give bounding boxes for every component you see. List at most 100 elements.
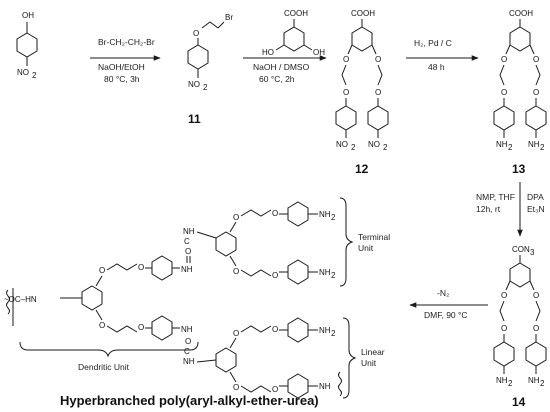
upper-urea-nh: NH — [181, 265, 193, 274]
amine-left-subscript: 2 — [508, 143, 513, 152]
core-benzene-ring — [509, 262, 531, 288]
ether-oxygen-right-2: O — [533, 88, 539, 97]
lower-urea-nh-2: NH — [183, 357, 195, 366]
benzene-ring — [16, 32, 38, 58]
chain-end-label: ~OC–HN — [4, 295, 37, 304]
ether-oxygen-right: O — [375, 55, 381, 64]
lower-urea-oxygen: O — [185, 337, 191, 346]
terminal-unit-bracket — [339, 197, 354, 287]
compound-14: CON 3 O O O O NH 2 NH 2 14 — [493, 245, 547, 409]
compound-number-14: 14 — [512, 395, 526, 409]
terminal-arm2-amine-subscript: 2 — [331, 271, 336, 280]
compound-dihydroxybenzoic-acid: COOH HO OH — [262, 9, 325, 57]
terminal-arm1-amine: NH — [319, 210, 331, 219]
aryl-ring-left — [493, 341, 515, 367]
condition-step5-solvent: DMF, 90 °C — [424, 310, 468, 320]
compound-nitrophenol: OH NO 2 — [16, 11, 38, 80]
dendritic-unit-label: Dendritic Unit — [78, 362, 130, 372]
dendritic-core-ring — [81, 285, 103, 311]
nitro-label: NO — [17, 68, 29, 77]
scheme-title: Hyperbranched poly(aryl-alkyl-ether-urea… — [60, 393, 319, 408]
amine-left-subscript: 2 — [508, 379, 513, 388]
condition-step3-reagent: H₂, Pd / C — [414, 38, 452, 48]
ether-oxygen-left-2: O — [343, 88, 349, 97]
dendritic-oxygen-top: O — [99, 266, 105, 275]
condition-step4-time: 12h, rt — [476, 204, 501, 214]
condition-step1-base: NaOH/EtOH — [98, 62, 145, 72]
compound-number-12: 12 — [355, 162, 369, 176]
nitro-left-subscript: 2 — [351, 143, 356, 152]
amine-right-label: NH — [528, 140, 540, 149]
core-benzene-ring — [351, 26, 373, 52]
bromo-label: Br — [225, 13, 233, 22]
linear-arm2-ring — [287, 373, 309, 399]
hyperbranched-polymer: ~OC–HN O O O NH O C NH O O O NH — [4, 197, 390, 399]
condition-step2-temp: 60 °C, 2h — [259, 74, 295, 84]
aryl-ring-left — [335, 105, 357, 131]
compound-number-13: 13 — [512, 162, 526, 176]
ether-oxygen: O — [193, 29, 199, 38]
condition-step3-time: 48 h — [428, 62, 445, 72]
condition-step5-loss: -N₂ — [437, 288, 449, 298]
terminal-oxygen-top: O — [233, 213, 239, 222]
linear-unit-bracket — [342, 317, 357, 399]
linear-unit-label-line2: Unit — [361, 358, 377, 368]
upper-ether-oxygen: O — [138, 263, 144, 272]
dendritic-oxygen-bottom: O — [99, 321, 105, 330]
hydroxyl-right-label: OH — [313, 48, 325, 57]
compound-11: O Br NO 2 11 — [187, 13, 233, 126]
nitro-label: NO — [188, 80, 200, 89]
condition-step2-base: NaOH / DMSO — [253, 62, 310, 72]
lower-urea-carbon: C — [184, 347, 190, 356]
linear-arm1-ring — [287, 317, 309, 343]
benzene-ring — [187, 44, 209, 70]
terminal-arm2-ring — [287, 259, 309, 285]
nitro-left-label: NO — [336, 140, 348, 149]
nitro-subscript: 2 — [32, 71, 37, 80]
linear-arm1-amine: NH — [319, 326, 331, 335]
amine-right-subscript: 2 — [540, 143, 545, 152]
lower-urea-nh: NH — [181, 325, 193, 334]
ether-oxygen-left: O — [501, 291, 507, 300]
benzene-ring — [283, 26, 305, 52]
nitro-right-label: NO — [368, 140, 380, 149]
ether-oxygen-left: O — [343, 55, 349, 64]
aryl-ring-right — [525, 341, 547, 367]
aryl-ring-right — [367, 105, 389, 131]
chain-break-left — [6, 289, 10, 315]
compound-12: COOH O O O O NO 2 NO 2 12 — [335, 9, 389, 176]
linear-arm2-nh: NH — [319, 382, 331, 391]
compound-number-11: 11 — [188, 112, 201, 126]
carboxyl-label: COOH — [284, 9, 308, 18]
linear-oxygen-top: O — [233, 329, 239, 338]
condition-step1-reagent: Br-CH₂-CH₂-Br — [98, 37, 155, 47]
terminal-arm2-amine: NH — [319, 268, 331, 277]
upper-aryl-ring — [151, 255, 173, 281]
terminal-arm2-oxygen: O — [272, 271, 278, 280]
linear-arm1-amine-subscript: 2 — [331, 329, 336, 338]
terminal-arm1-ring — [287, 201, 309, 227]
ether-oxygen-right-2: O — [533, 324, 539, 333]
carboxyl-label: COOH — [351, 9, 375, 18]
core-benzene-ring — [509, 26, 531, 52]
lower-aryl-ring — [151, 315, 173, 341]
condition-step4-base: Et₃N — [527, 204, 545, 214]
nitro-right-subscript: 2 — [383, 143, 388, 152]
ether-oxygen-right-2: O — [375, 88, 381, 97]
linear-arm2-oxygen: O — [272, 385, 278, 394]
acyl-azide-subscript: 3 — [530, 248, 535, 257]
aryl-ring-right — [525, 105, 547, 131]
terminal-oxygen-bottom: O — [233, 267, 239, 276]
condition-step4-reagent: DPA — [527, 192, 544, 202]
terminal-unit-label-line2: Unit — [358, 243, 374, 253]
chain-break-right — [338, 371, 342, 397]
aryl-ring-left — [493, 105, 515, 131]
ether-oxygen-right: O — [533, 55, 539, 64]
amine-right-subscript: 2 — [540, 379, 545, 388]
ether-oxygen-left: O — [501, 55, 507, 64]
condition-step1-temp: 80 °C, 3h — [104, 74, 140, 84]
carboxyl-label: COOH — [509, 9, 533, 18]
linear-arm1-oxygen: O — [272, 325, 278, 334]
terminal-arm1-amine-subscript: 2 — [331, 213, 336, 222]
